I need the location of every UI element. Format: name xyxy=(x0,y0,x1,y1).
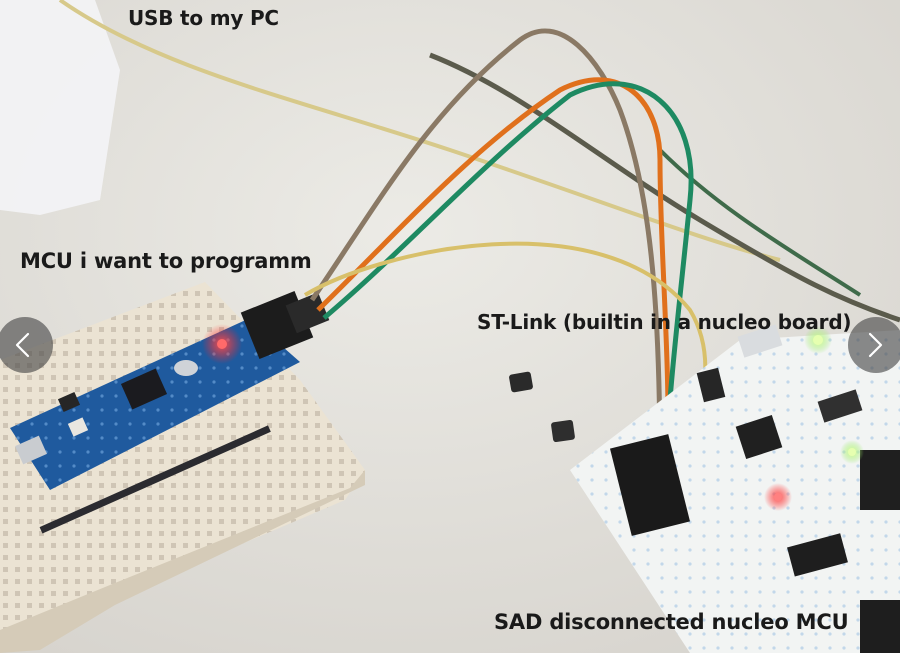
mcu-chip xyxy=(120,368,168,410)
paper xyxy=(0,0,120,215)
jumper-block xyxy=(787,533,848,577)
green-led-mid-core xyxy=(848,448,856,456)
crystal xyxy=(174,360,198,376)
reset-button xyxy=(67,417,89,437)
jumper-cap-2 xyxy=(551,419,575,443)
nucleo-mcu xyxy=(860,600,900,653)
background-cable xyxy=(429,52,900,323)
red-led-nucleo-core xyxy=(774,493,782,501)
pin-header xyxy=(39,425,271,534)
caption-stlink: ST-Link (builtin in a nucleo board) xyxy=(477,310,852,334)
header-right xyxy=(860,450,900,510)
next-image-button[interactable] xyxy=(848,317,900,373)
jumper-cn2 xyxy=(696,367,726,403)
wire-brown xyxy=(309,28,663,471)
background-cable-2 xyxy=(658,148,862,297)
red-led-core xyxy=(217,339,227,349)
swd-connector xyxy=(240,290,330,360)
green-led-top-core xyxy=(813,335,823,345)
caption-nucleo: SAD disconnected nucleo MCU xyxy=(494,610,849,634)
stlink-chip xyxy=(735,414,783,460)
chevron-left-icon xyxy=(15,332,30,358)
caption-usb: USB to my PC xyxy=(128,6,279,30)
micro-usb-port xyxy=(15,435,47,465)
caption-mcu: MCU i want to programm xyxy=(20,249,312,273)
jumper-boot xyxy=(57,391,81,413)
nucleo-board xyxy=(570,324,900,653)
cn4-swd-header xyxy=(610,434,690,536)
usb-connector xyxy=(737,324,783,358)
chevron-right-icon xyxy=(868,332,883,358)
jumper-cap-1 xyxy=(509,371,533,393)
usb-cable xyxy=(58,0,781,262)
wire-green xyxy=(322,81,694,471)
wire-orange xyxy=(316,77,671,471)
previous-image-button[interactable] xyxy=(0,317,53,373)
component xyxy=(817,389,863,423)
